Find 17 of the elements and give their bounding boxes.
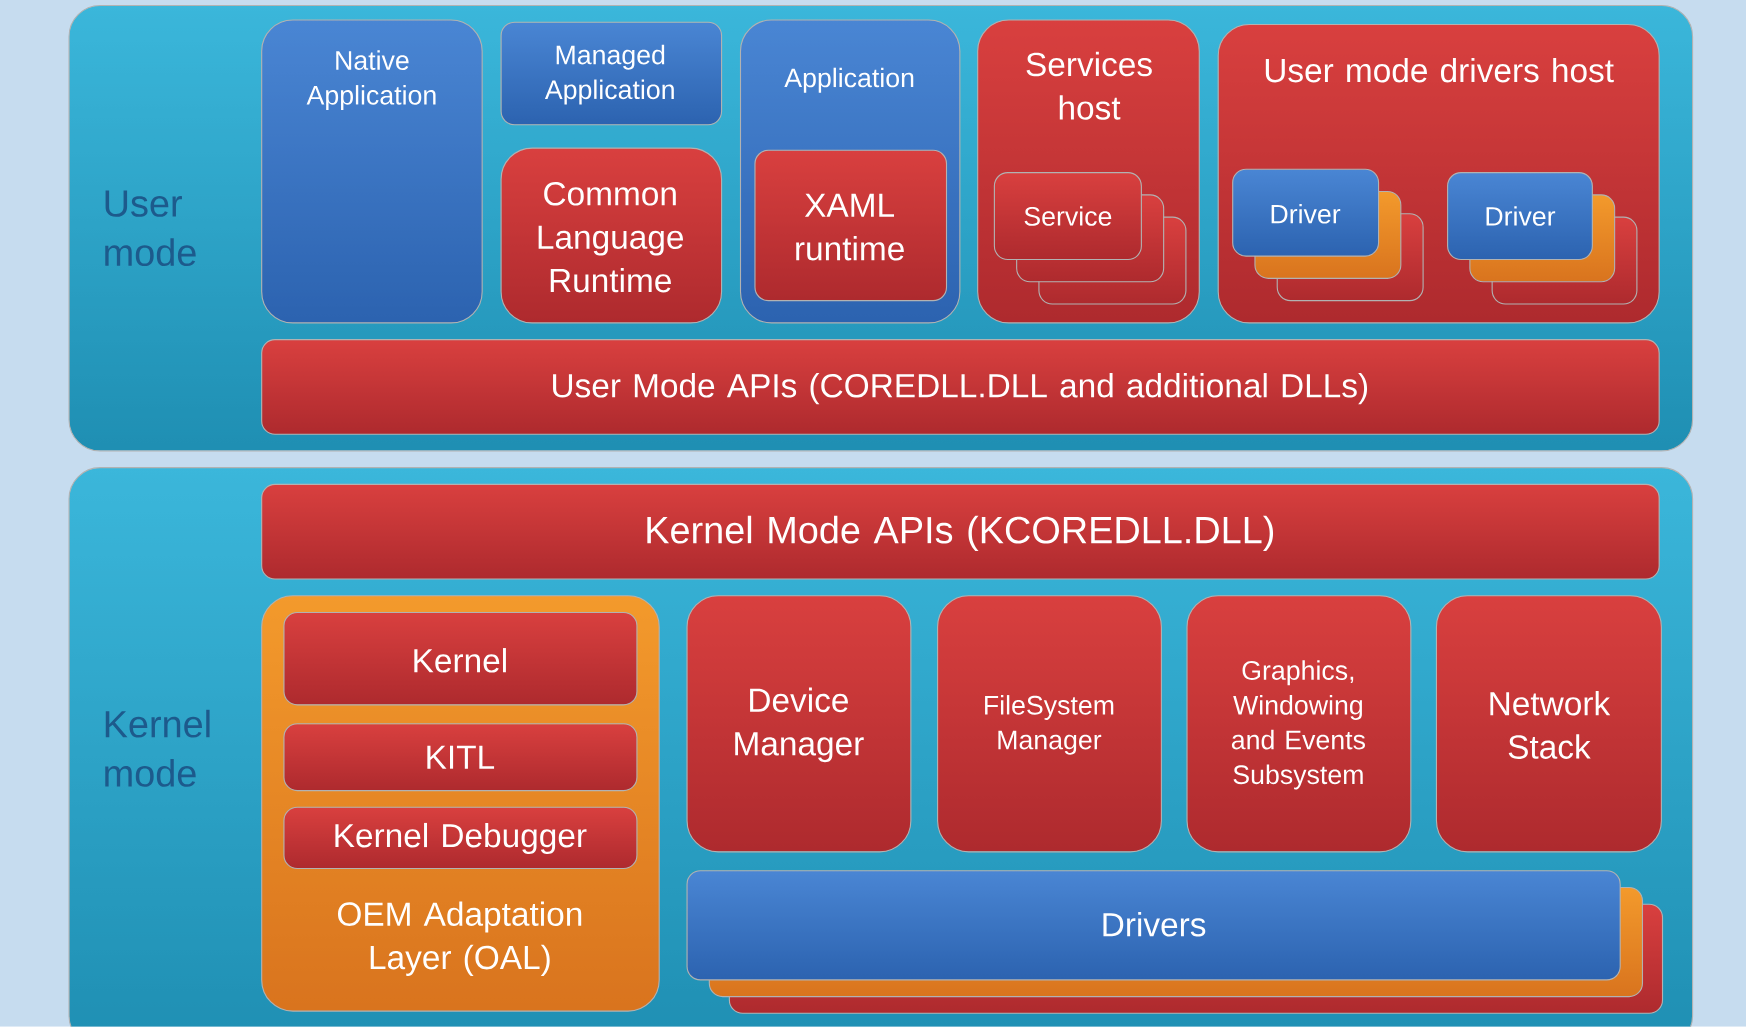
kernel-component-box: Kernel Debugger — [283, 806, 638, 870]
runtime-box: Common Language Runtime — [500, 147, 723, 324]
stacked-service-box: Service — [993, 172, 1187, 305]
subsystem-box: Graphics, Windowing and Events Subsystem — [1186, 595, 1412, 853]
network-stack-box: Network Stack — [1435, 595, 1662, 853]
api-bar: User Mode APIs (COREDLL.DLL and additional DLLs) — [261, 339, 1660, 435]
application-box: Native Application — [261, 19, 483, 324]
kernel-component-box: Kernel — [283, 612, 638, 706]
api-bar: Kernel Mode APIs (KCOREDLL.DLL) — [261, 484, 1660, 580]
runtime-box: XAML runtime — [754, 149, 948, 302]
stacked-driver-box: Driver — [1447, 172, 1638, 305]
application-box: Managed Application — [500, 21, 723, 126]
manager-box: FileSystem Manager — [937, 595, 1162, 853]
stacked-drivers-bar: Drivers — [686, 870, 1664, 1015]
stacked-driver-box: Driver — [1232, 168, 1424, 302]
kernel-component-box: KITL — [283, 723, 638, 792]
manager-box: Device Manager — [686, 595, 912, 853]
